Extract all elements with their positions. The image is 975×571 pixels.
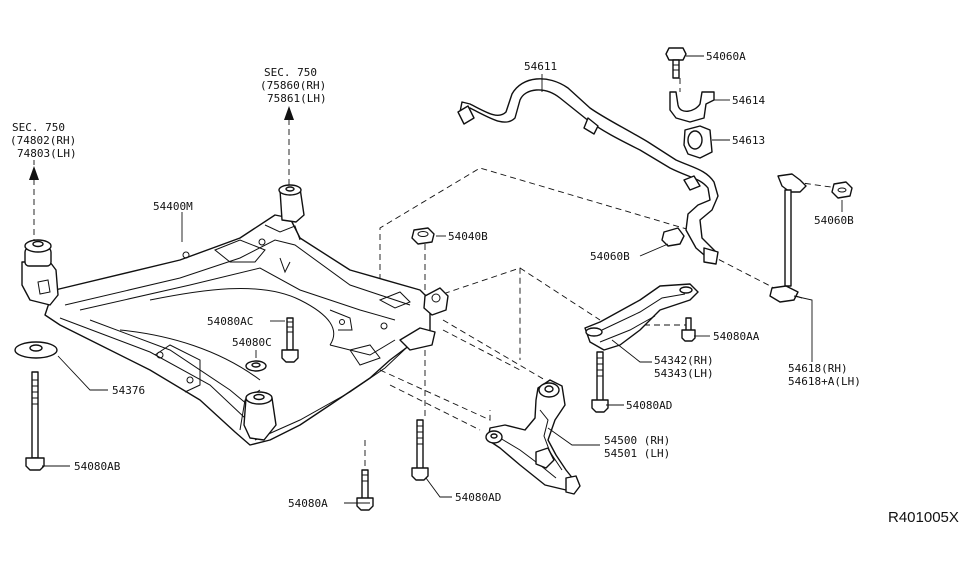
nut-54060B-right[interactable] — [831, 181, 853, 199]
bolt-54080AB[interactable] — [25, 371, 45, 471]
label-54060B-left: 54060B — [590, 250, 630, 263]
label-54080AC: 54080AC — [207, 315, 253, 328]
nut-54040B[interactable] — [411, 227, 435, 245]
label-75861: 75861(LH) — [267, 92, 327, 105]
label-74803: 74803(LH) — [17, 147, 77, 160]
label-54080AB: 54080AB — [74, 460, 121, 473]
label-54613: 54613 — [732, 134, 765, 147]
bolt-54080AD-bottom[interactable] — [411, 419, 429, 481]
label-54618A: 54618+A(LH) — [788, 375, 861, 388]
part-labels: SEC. 750 (74802(RH) 74803(LH) SEC. 750 (… — [10, 50, 959, 526]
label-54501: 54501 (LH) — [604, 447, 670, 460]
label-74802: (74802(RH) — [10, 134, 76, 147]
label-54342: 54342(RH) — [654, 354, 714, 367]
arrow-up-right-icon — [284, 106, 294, 120]
nut-54060B-left[interactable] — [661, 227, 685, 247]
label-54500: 54500 (RH) — [604, 434, 670, 447]
label-54376: 54376 — [112, 384, 145, 397]
label-54040B: 54040B — [448, 230, 488, 243]
arrow-up-left-icon — [29, 166, 39, 180]
label-54080AD-right: 54080AD — [626, 399, 672, 412]
label-54060B-right: 54060B — [814, 214, 854, 227]
bolt-54080AA[interactable] — [681, 317, 696, 342]
bolt-54060A[interactable] — [665, 47, 687, 79]
bolt-54080A[interactable] — [356, 469, 374, 511]
label-54611: 54611 — [524, 60, 557, 73]
label-54060A: 54060A — [706, 50, 746, 63]
bolt-54080AC[interactable] — [281, 317, 299, 363]
front-mount-insulator[interactable] — [243, 391, 277, 441]
label-54614: 54614 — [732, 94, 765, 107]
washer-54080C[interactable] — [245, 360, 267, 372]
lower-arm-54500[interactable] — [485, 379, 581, 495]
label-54080AD-bottom: 54080AD — [455, 491, 501, 504]
label-54080C: 54080C — [232, 336, 272, 349]
label-sec750-left: SEC. 750 — [12, 121, 65, 134]
diagram-code: R401005X — [888, 509, 959, 526]
clamp-54614[interactable] — [669, 91, 715, 123]
label-54343: 54343(LH) — [654, 367, 714, 380]
label-54400M: 54400M — [153, 200, 193, 213]
center-mount-insulator[interactable] — [278, 184, 305, 223]
bolt-54080AD-right[interactable] — [591, 351, 609, 413]
label-54618: 54618(RH) — [788, 362, 848, 375]
bushing-54613[interactable] — [683, 125, 713, 159]
washer-54376[interactable] — [14, 341, 58, 359]
left-mount-insulator[interactable] — [21, 239, 59, 306]
bracket-54342[interactable] — [584, 283, 699, 351]
stabilizer-link-54618[interactable] — [769, 173, 807, 303]
subframe-54400M[interactable] — [44, 214, 449, 446]
stabilizer-bar-54611[interactable] — [457, 78, 719, 265]
label-sec750-right: SEC. 750 — [264, 66, 317, 79]
label-54080A: 54080A — [288, 497, 328, 510]
label-54080AA: 54080AA — [713, 330, 760, 343]
leader-lines — [42, 55, 843, 504]
label-75860: (75860(RH) — [260, 79, 326, 92]
